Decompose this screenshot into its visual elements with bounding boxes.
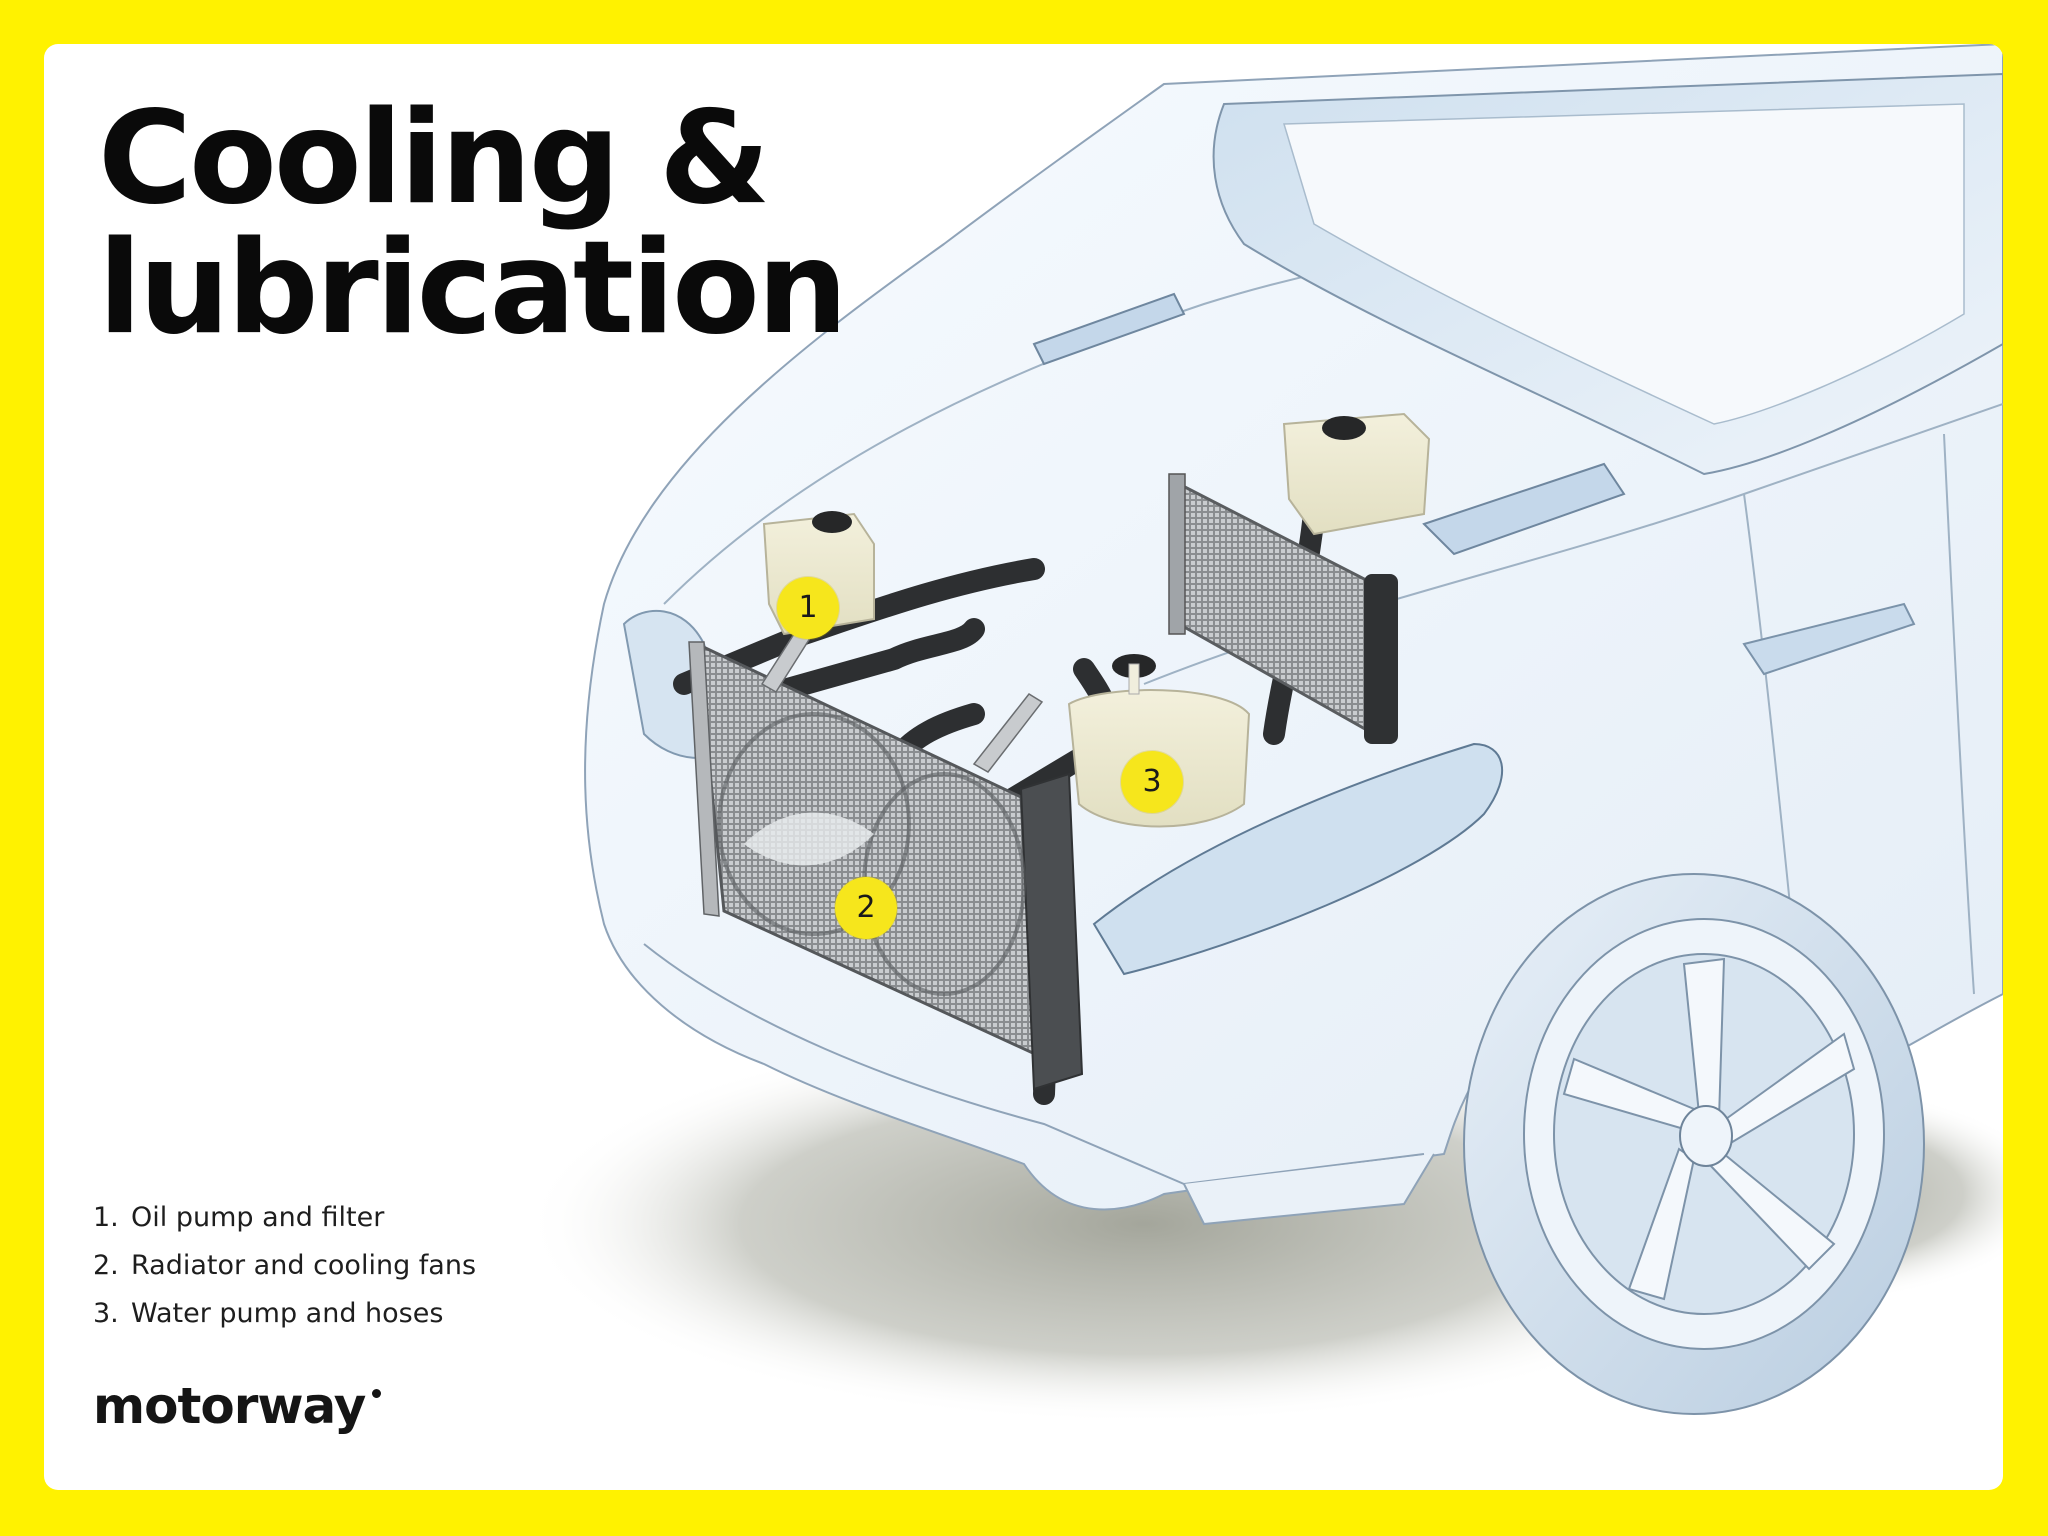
marker-3-label: 3 — [1142, 764, 1162, 799]
legend-item-number: 2. — [93, 1250, 119, 1281]
car-cutaway-illustration — [524, 44, 2003, 1424]
oil-cooler — [1168, 473, 1398, 744]
legend-item-number: 3. — [93, 1298, 119, 1329]
legend-item-label: Oil pump and filter — [131, 1202, 385, 1233]
infographic-card: Cooling & lubrication 1 2 3 1. Oil pump a… — [44, 44, 2003, 1490]
title-line-1: Cooling & — [98, 84, 771, 233]
logo-dot-icon — [372, 1389, 382, 1398]
legend-list: 1. Oil pump and filter 2. Radiator and coo… — [93, 1194, 476, 1338]
logo-text: motorway — [93, 1377, 366, 1435]
marker-3: 3 — [1121, 751, 1183, 813]
page-title: Cooling & lubrication — [98, 84, 848, 363]
legend-item: 1. Oil pump and filter — [93, 1194, 476, 1242]
legend-item-label: Radiator and cooling fans — [131, 1250, 477, 1281]
coolant-reservoir-right — [1282, 412, 1431, 536]
headlight — [1092, 742, 1503, 976]
marker-2-label: 2 — [856, 890, 876, 925]
legend-item: 2. Radiator and cooling fans — [93, 1242, 476, 1290]
marker-2: 2 — [835, 877, 897, 939]
legend-item: 3. Water pump and hoses — [93, 1290, 476, 1338]
radiator — [688, 641, 1084, 1091]
marker-1-label: 1 — [798, 590, 818, 625]
marker-1: 1 — [777, 577, 839, 639]
legend-item-number: 1. — [93, 1202, 119, 1233]
motorway-logo: motorway — [93, 1376, 382, 1436]
legend-item-label: Water pump and hoses — [131, 1298, 444, 1329]
title-line-2: lubrication — [98, 214, 848, 363]
front-wheel — [1463, 873, 1925, 1415]
